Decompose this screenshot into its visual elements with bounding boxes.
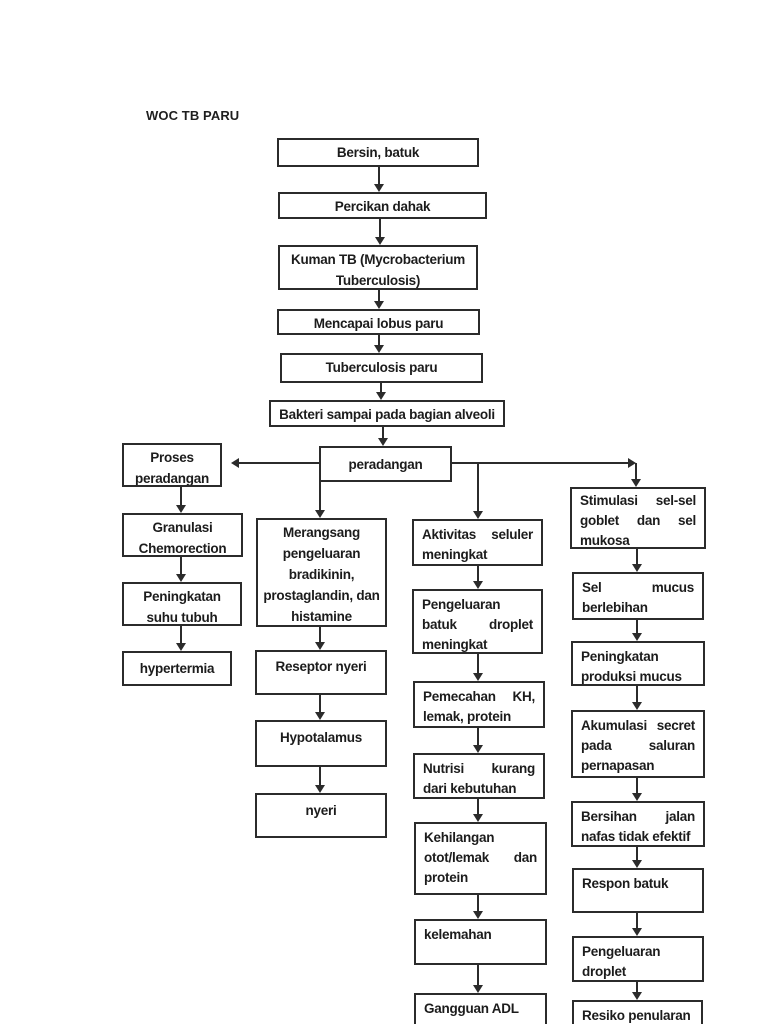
arrow-down: [315, 482, 325, 518]
arrow-down: [473, 965, 483, 993]
arrow-down: [632, 778, 642, 801]
arrow-down: [632, 686, 642, 710]
node-pemecahan-kh: Pemecahan KH, lemak, protein: [413, 681, 545, 728]
node-bersin-batuk: Bersin, batuk: [277, 138, 479, 167]
node-reseptor-nyeri: Reseptor nyeri: [255, 650, 387, 695]
arrow-down: [632, 847, 642, 868]
arrow-down: [315, 627, 325, 650]
arrow-down: [473, 895, 483, 919]
node-bakteri-alveoli: Bakteri sampai pada bagian alveoli: [269, 400, 505, 427]
node-stimulasi-sel-goblet: Stimulasi sel-sel goblet dan sel mukosa: [570, 487, 706, 549]
node-mencapai-lobus-paru: Mencapai lobus paru: [277, 309, 480, 335]
node-nutrisi-kurang: Nutrisi kurang dari kebutuhan: [413, 753, 545, 799]
page-title: WOC TB PARU: [146, 108, 240, 123]
node-kelemahan: kelemahan: [414, 919, 547, 965]
arrow-down: [473, 463, 483, 519]
arrow-left: [231, 458, 319, 468]
arrow-down: [632, 620, 642, 641]
arrow-down: [632, 982, 642, 1000]
node-nyeri: nyeri: [255, 793, 387, 838]
arrow-down: [374, 335, 384, 353]
node-pengeluaran-batuk-droplet: Pengeluaran batuk droplet meningkat: [412, 589, 543, 654]
node-sel-mucus-berlebihan: Sel mucus berlebihan: [572, 572, 704, 620]
node-pengeluaran-droplet: Pengeluaran droplet: [572, 936, 704, 982]
arrow-down: [374, 290, 384, 309]
arrow-down: [473, 654, 483, 681]
arrow-down: [315, 767, 325, 793]
arrow-down: [376, 383, 386, 400]
arrow-down: [632, 549, 642, 572]
arrow-down: [631, 463, 641, 487]
node-proses-peradangan: Proses peradangan: [122, 443, 222, 487]
arrow-down: [315, 695, 325, 720]
arrow-down: [473, 728, 483, 753]
arrow-down: [473, 799, 483, 822]
node-merangsang-pengeluaran: Merangsang pengeluaran bradikinin, prost…: [256, 518, 387, 627]
arrow-down: [632, 913, 642, 936]
node-peradangan: peradangan: [319, 446, 452, 482]
node-bersihan-jalan-nafas: Bersihan jalan nafas tidak efektif: [571, 801, 705, 847]
arrow-down: [176, 626, 186, 651]
arrow-down: [176, 557, 186, 582]
arrow-down: [375, 219, 385, 245]
arrow-down: [473, 566, 483, 589]
node-hypertermia: hypertermia: [122, 651, 232, 686]
node-akumulasi-secret: Akumulasi secret pada saluran pernapasan: [571, 710, 705, 778]
node-percikan-dahak: Percikan dahak: [278, 192, 487, 219]
node-granulasi-chemorection: Granulasi Chemorection: [122, 513, 243, 557]
node-respon-batuk: Respon batuk: [572, 868, 704, 913]
node-gangguan-adl: Gangguan ADL: [414, 993, 547, 1024]
node-aktivitas-seluler: Aktivitas seluler meningkat: [412, 519, 543, 566]
arrow-down: [378, 427, 388, 446]
node-peningkatan-produksi-mucus: Peningkatan produksi mucus: [571, 641, 705, 686]
node-kehilangan-otot: Kehilangan otot/lemak dan protein: [414, 822, 547, 895]
node-tuberculosis-paru: Tuberculosis paru: [280, 353, 483, 383]
node-hypotalamus: Hypotalamus: [255, 720, 387, 767]
arrow-down: [176, 487, 186, 513]
node-kuman-tb: Kuman TB (Mycrobacterium Tuberculosis): [278, 245, 478, 290]
arrow-right: [452, 458, 636, 468]
arrow-down: [374, 167, 384, 192]
node-resiko-penularan: Resiko penularan: [572, 1000, 703, 1024]
node-peningkatan-suhu-tubuh: Peningkatan suhu tubuh: [122, 582, 242, 626]
